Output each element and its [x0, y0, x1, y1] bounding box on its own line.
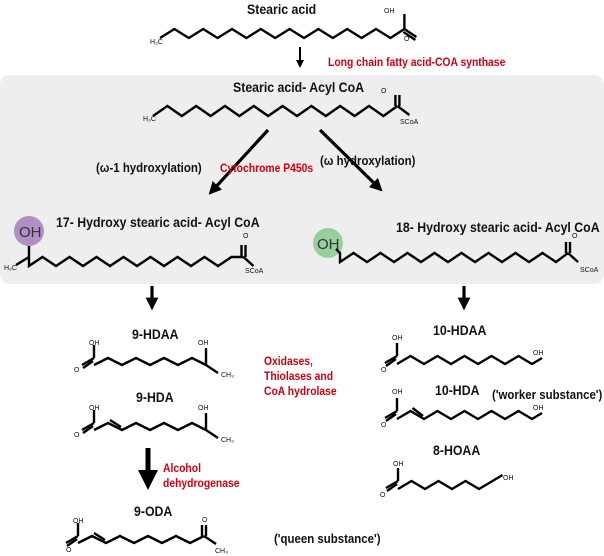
oxidases-line-1: Oxidases,: [264, 356, 313, 368]
o-label: O: [66, 547, 72, 554]
worker-substance-label: ('worker substance'): [492, 387, 603, 402]
hydroxy18-title: 18- Hydroxy stearic acid- Acyl CoA: [396, 219, 600, 235]
oh-label: OH: [393, 461, 404, 468]
hdaa10-structure: OH O OH: [381, 335, 544, 374]
hoaa8-title: 8-HOAA: [433, 442, 481, 458]
o-label: O: [74, 432, 80, 439]
o-label: O: [381, 422, 387, 429]
oh-label: OH: [198, 340, 209, 347]
o-label: O: [243, 233, 249, 240]
oda9-title: 9-ODA: [134, 503, 173, 519]
omega-highlight: [313, 228, 343, 258]
oh-label: OH: [392, 335, 403, 342]
hydroxy18-structure: OH O SCoA: [313, 228, 599, 274]
hda9-title: 9-HDA: [136, 389, 174, 405]
ch3-label: CH₃: [215, 548, 228, 555]
hda10-structure: OH O OH: [381, 389, 544, 429]
o-label: O: [202, 517, 208, 524]
oxidases-line-3: CoA hydrolase: [264, 386, 337, 398]
arrow-omega: [318, 128, 383, 192]
scoa-label: SCoA: [245, 268, 264, 275]
h3c-label: H₃C: [4, 265, 17, 272]
stearic-acid-title: Stearic acid: [247, 1, 317, 17]
acyl-coa-panel: [0, 75, 604, 284]
stearic-acid-structure: H₃C OH O: [150, 8, 418, 46]
omega1-reaction-label: (ω-1 hydroxylation): [96, 160, 202, 175]
stearic-acyl-coa-structure: H₃C O SCoA: [143, 88, 419, 126]
hydroxy17-title: 17- Hydroxy stearic acid- Acyl CoA: [56, 214, 260, 230]
ch3-label: CH₃: [221, 372, 234, 379]
oxidases-enzyme-label: Oxidases, Thiolases and CoA hydrolase: [264, 355, 337, 400]
oh-highlight-label: OH: [317, 236, 340, 253]
hda10-title: 10-HDA: [435, 382, 480, 398]
omega1-highlight: [14, 216, 44, 246]
arrow-omega1: [208, 128, 270, 195]
oh-label: OH: [392, 389, 403, 396]
h3c-label: H₃C: [143, 116, 156, 123]
hdaa9-title: 9-HDAA: [132, 326, 179, 342]
o-label: O: [74, 367, 80, 374]
o-label: O: [404, 36, 410, 43]
oh-label: OH: [89, 405, 100, 412]
synthase-enzyme-label: Long chain fatty acid-COA synthase: [328, 57, 506, 69]
scoa-label: SCoA: [400, 119, 419, 126]
omega-reaction-label: (ω hydroxylation): [320, 153, 416, 168]
oh-label: OH: [198, 405, 209, 412]
oh-label: OH: [533, 350, 544, 357]
o-label: O: [381, 367, 387, 374]
oh-label: OH: [384, 8, 395, 15]
oh-label: OH: [533, 405, 544, 412]
oxidases-line-2: Thiolases and: [264, 371, 334, 383]
h3c-label: H₃C: [150, 39, 163, 46]
ch3-label: CH₃: [221, 437, 234, 444]
queen-substance-label: ('queen substance'): [274, 531, 381, 546]
hda9-structure: OH O OH CH₃: [74, 405, 234, 444]
o-label: O: [572, 233, 578, 240]
adh-line-2: dehydrogenase: [163, 478, 240, 490]
hydroxy17-structure: OH H₃C O SCoA: [4, 216, 264, 275]
adh-line-1: Alcohol: [163, 463, 201, 475]
hoaa8-structure: OH O OH: [380, 461, 514, 499]
oh-label: OH: [73, 518, 84, 525]
oda9-structure: OH O O CH₃: [65, 517, 228, 555]
adh-enzyme-label: Alcohol dehydrogenase: [163, 462, 240, 492]
o-label: O: [380, 492, 386, 499]
oh-label: OH: [89, 340, 100, 347]
hdaa10-title: 10-HDAA: [433, 322, 487, 338]
stearic-acyl-coa-title: Stearic acid- Acyl CoA: [233, 79, 365, 95]
oh-label: OH: [503, 475, 514, 482]
scoa-label: SCoA: [580, 267, 599, 274]
p450-enzyme-label: Cytochrome P450s: [220, 163, 314, 175]
oh-highlight-label: OH: [19, 224, 42, 241]
hdaa9-structure: OH O OH CH₃: [74, 340, 234, 379]
o-label: O: [381, 88, 387, 95]
